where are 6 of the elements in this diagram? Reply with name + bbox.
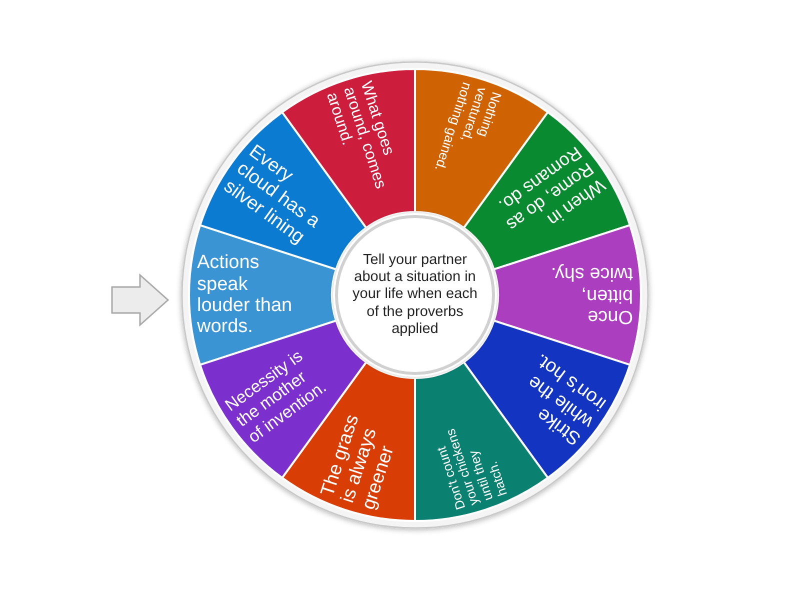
proverb-text: Once bitten, twice shy. [550, 263, 633, 327]
proverb-text: Don't count your chickens until they hatch. [432, 426, 510, 512]
proverb-text: What goes around, comes around. [322, 79, 398, 193]
proverb-text: Actions speak louder than words. [197, 252, 294, 338]
prompt-text: Tell your partner about a situation in your life when each of the proverbs applied [352, 252, 478, 338]
proverb-text: The grass is always greener [317, 412, 399, 512]
